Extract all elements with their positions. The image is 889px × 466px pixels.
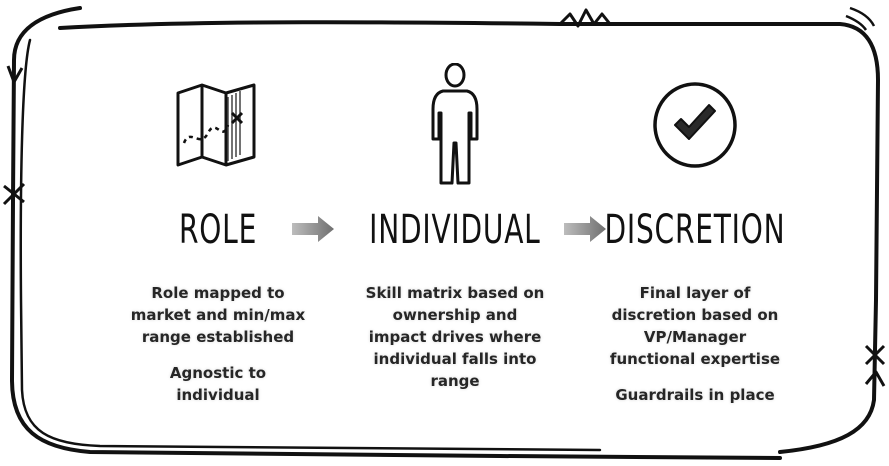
arrow-right-icon — [290, 214, 336, 248]
step-individual: INDIVIDUAL Skill matrix based on ownersh… — [335, 60, 575, 406]
desc-line: Skill matrix based on — [365, 284, 545, 302]
step-role: ROLE Role mapped to market and min/max r… — [98, 60, 338, 420]
map-icon — [170, 60, 266, 190]
step-title: DISCRETION — [604, 207, 786, 253]
desc-line: ownership and — [392, 306, 518, 324]
desc-line: VP/Manager — [643, 328, 747, 346]
step-description: Final layer of discretion based on VP/Ma… — [610, 282, 780, 420]
note-line: Guardrails in place — [615, 386, 775, 404]
desc-line: impact drives where — [368, 328, 542, 346]
desc-line: functional expertise — [609, 350, 781, 368]
checkmark-circle-icon — [645, 60, 745, 190]
person-icon — [425, 60, 485, 190]
step-discretion: DISCRETION Final layer of discretion bas… — [575, 60, 815, 420]
desc-line: range — [430, 372, 480, 390]
desc-line: Final layer of — [639, 284, 751, 302]
step-description: Skill matrix based on ownership and impa… — [366, 282, 545, 406]
note-line: individual — [176, 386, 260, 404]
desc-line: Role mapped to — [151, 284, 285, 302]
step-title: ROLE — [178, 207, 258, 253]
arrow-right-icon — [562, 214, 608, 248]
desc-line: individual falls into — [373, 350, 537, 368]
step-title: INDIVIDUAL — [369, 207, 541, 253]
desc-line: market and min/max — [130, 306, 306, 324]
desc-line: discretion based on — [611, 306, 779, 324]
desc-line: range established — [141, 328, 295, 346]
note-line: Agnostic to — [169, 364, 267, 382]
step-description: Role mapped to market and min/max range … — [131, 282, 305, 420]
